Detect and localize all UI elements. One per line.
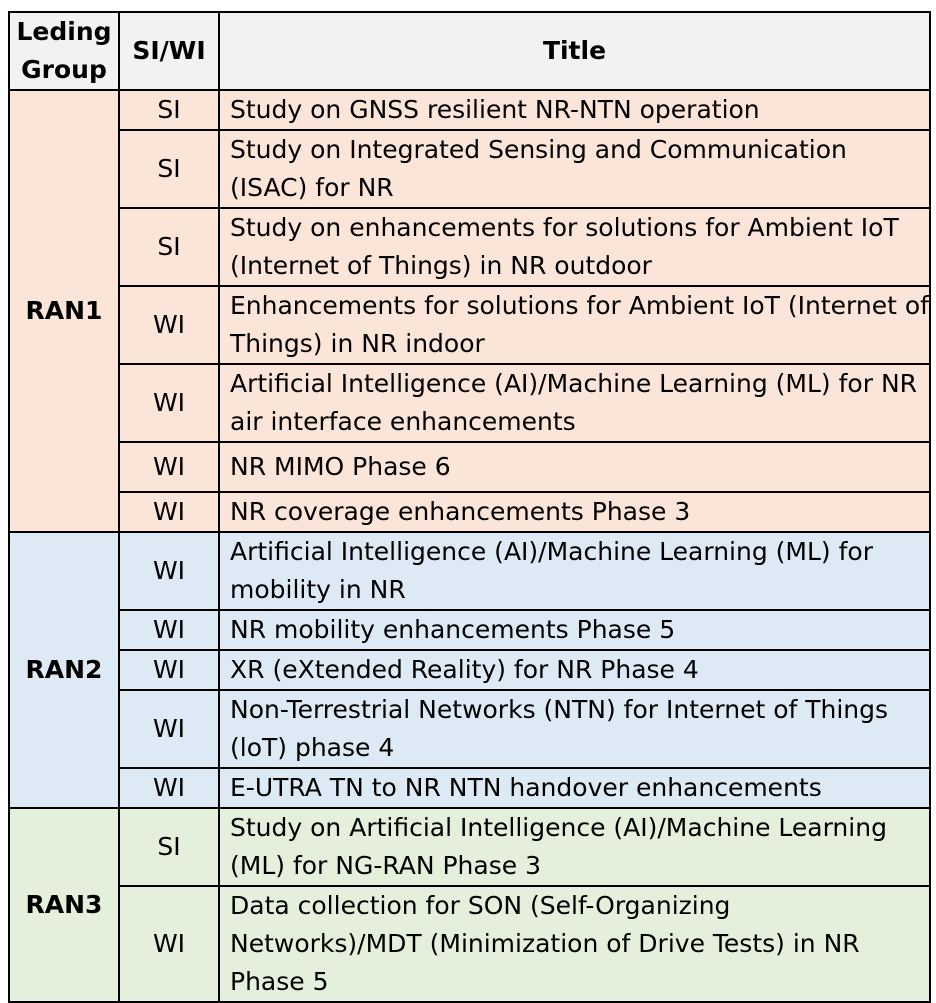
type-cell: WI: [118, 441, 220, 493]
title-cell: Study on Integrated Sensing and Communic…: [218, 129, 931, 209]
title-cell: NR mobility enhancements Phase 5: [218, 609, 931, 651]
type-cell: SI: [118, 129, 220, 209]
title-cell: Study on enhancements for solutions for …: [218, 207, 931, 287]
type-cell: WI: [118, 609, 220, 651]
group-cell: RAN1: [8, 89, 120, 533]
type-cell: WI: [118, 491, 220, 533]
type-cell: WI: [118, 689, 220, 769]
type-cell: WI: [118, 363, 220, 443]
type-cell: WI: [118, 767, 220, 809]
title-cell: Artificial Intelligence (AI)/Machine Lea…: [218, 531, 931, 611]
type-cell: SI: [118, 207, 220, 287]
title-cell: Non-Terrestrial Networks (NTN) for Inter…: [218, 689, 931, 769]
type-cell: WI: [118, 885, 220, 1003]
title-cell: NR MIMO Phase 6: [218, 441, 931, 493]
type-cell: WI: [118, 649, 220, 691]
header-title: Title: [218, 11, 931, 91]
title-cell: NR coverage enhancements Phase 3: [218, 491, 931, 533]
title-cell: Artificial Intelligence (AI)/Machine Lea…: [218, 363, 931, 443]
title-cell: Study on Artificial Intelligence (AI)/Ma…: [218, 807, 931, 887]
type-cell: SI: [118, 89, 220, 131]
title-cell: Enhancements for solutions for Ambient I…: [218, 285, 931, 365]
group-cell: RAN2: [8, 531, 120, 809]
header-type: SI/WI: [118, 11, 220, 91]
group-cell: RAN3: [8, 807, 120, 1003]
type-cell: SI: [118, 807, 220, 887]
type-cell: WI: [118, 531, 220, 611]
title-cell: Study on GNSS resilient NR-NTN operation: [218, 89, 931, 131]
title-cell: Data collection for SON (Self-Organizing…: [218, 885, 931, 1003]
title-cell: XR (eXtended Reality) for NR Phase 4: [218, 649, 931, 691]
type-cell: WI: [118, 285, 220, 365]
title-cell: E-UTRA TN to NR NTN handover enhancement…: [218, 767, 931, 809]
